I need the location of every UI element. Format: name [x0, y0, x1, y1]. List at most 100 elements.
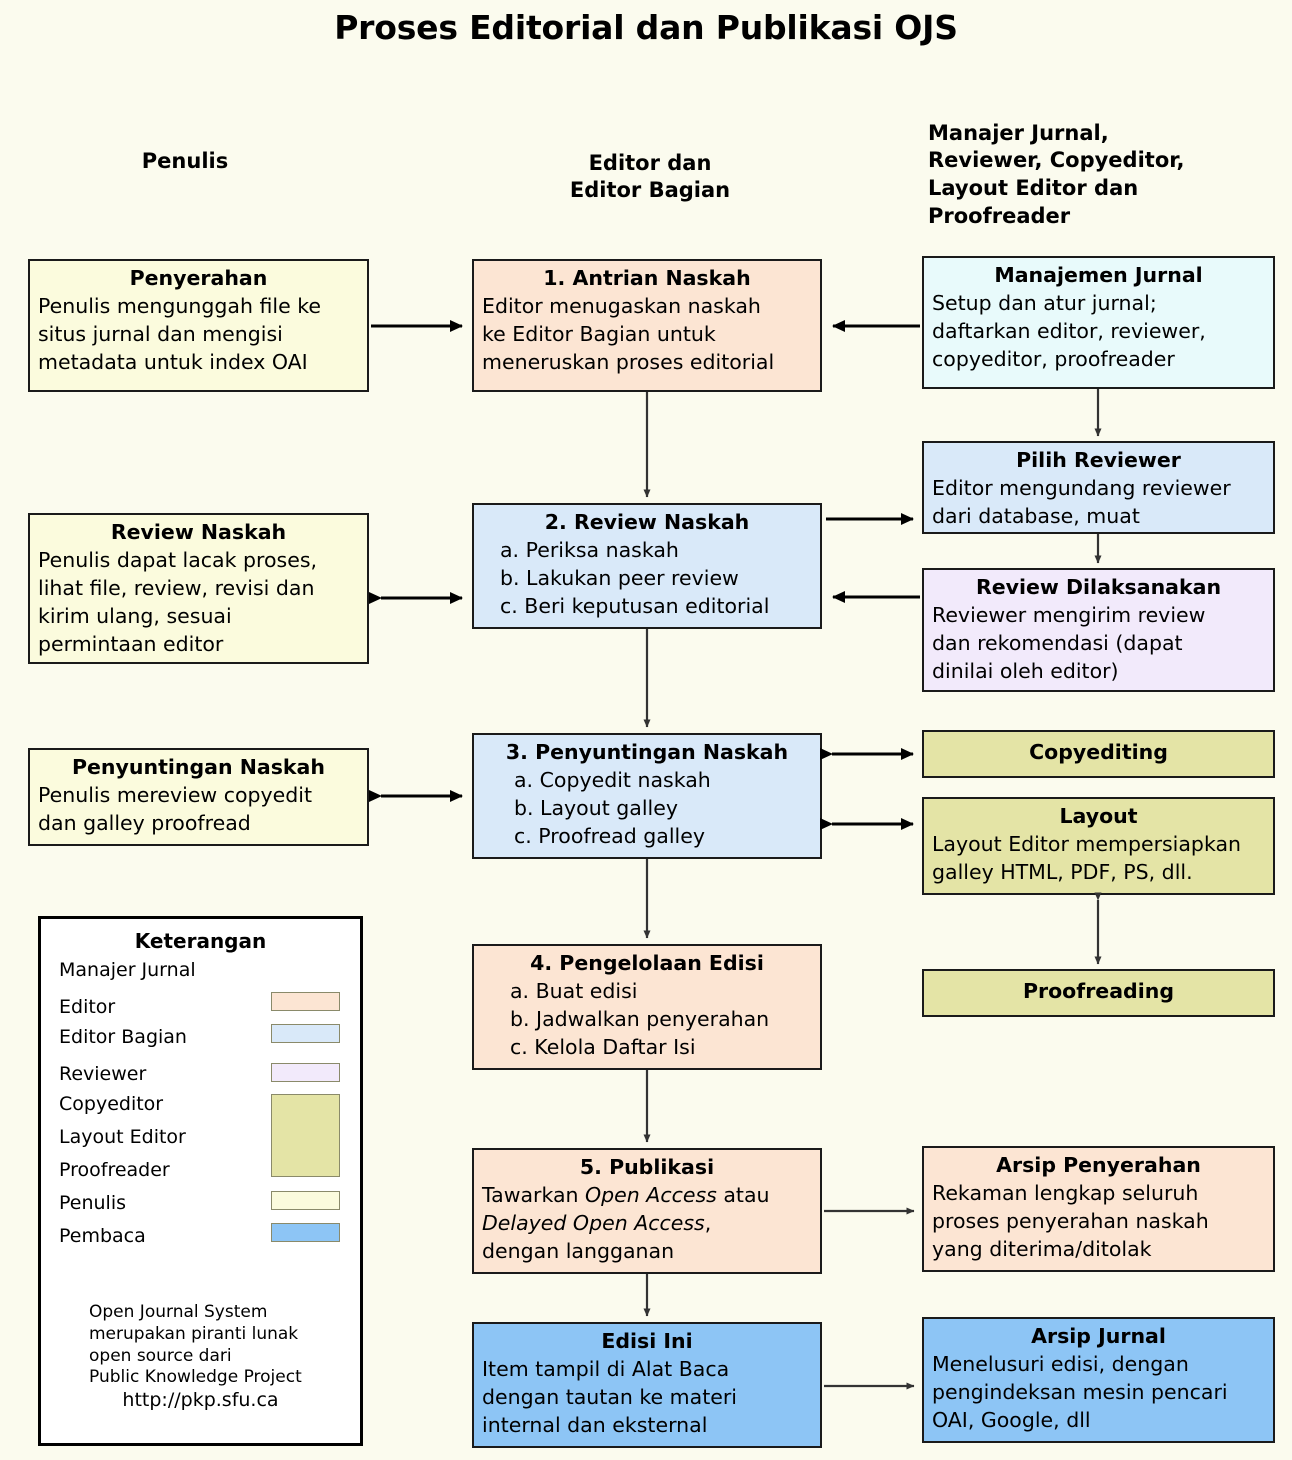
- box-manajemen-jurnal-line-1: daftarkan editor, reviewer,: [932, 319, 1206, 344]
- box-antrian-naskah-line-0: Editor menugaskan naskah: [482, 294, 761, 319]
- box-edisi-ini-line-1: dengan tautan ke materi: [482, 1385, 737, 1410]
- box-layout-title: Layout: [1059, 804, 1138, 828]
- box-publikasi[interactable]: 5. Publikasi Tawarkan Open Access atau D…: [472, 1148, 822, 1274]
- box-edisi-ini-line-2: internal dan eksternal: [482, 1413, 708, 1438]
- box-pilih-reviewer-line-1: dari database, muat: [932, 504, 1140, 529]
- legend-panel: Keterangan Manajer Jurnal Editor Editor …: [38, 916, 363, 1446]
- legend-swatch-editor-bagian: [271, 1024, 340, 1043]
- box-antrian-naskah-line-1: ke Editor Bagian untuk: [482, 322, 716, 347]
- box-arsip-jurnal-line-2: OAI, Google, dll: [932, 1408, 1091, 1433]
- box-arsip-penyerahan-title: Arsip Penyerahan: [996, 1153, 1201, 1177]
- box-penyerahan-line-2: metadata untuk index OAI: [38, 350, 308, 375]
- box-penyuntingan-penulis-line-0: Penulis mereview copyedit: [38, 783, 313, 808]
- box-review-naskah-penulis[interactable]: Review Naskah Penulis dapat lacak proses…: [28, 513, 369, 664]
- legend-swatch-pembaca: [271, 1223, 340, 1242]
- box-pengelolaan-edisi-title: 4. Pengelolaan Edisi: [530, 951, 764, 975]
- box-penyuntingan-penulis-line-1: dan galley proofread: [38, 811, 251, 836]
- box-pilih-reviewer[interactable]: Pilih Reviewer Editor mengundang reviewe…: [922, 441, 1275, 534]
- box-review-naskah-line-2: c. Beri keputusan editorial: [500, 594, 770, 619]
- column-header-staff-label: Manajer Jurnal, Reviewer, Copyeditor, La…: [928, 120, 1185, 228]
- box-layout-line-1: galley HTML, PDF, PS, dll.: [932, 860, 1193, 885]
- box-manajemen-jurnal-line-2: copyeditor, proofreader: [932, 347, 1175, 372]
- legend-swatch-copyediting-group: [271, 1094, 340, 1177]
- box-manajemen-jurnal-title: Manajemen Jurnal: [994, 263, 1203, 287]
- legend-swatch-editor: [271, 992, 340, 1011]
- box-layout-line-0: Layout Editor mempersiapkan: [932, 832, 1242, 857]
- box-pilih-reviewer-title: Pilih Reviewer: [1016, 448, 1181, 472]
- box-arsip-jurnal-title: Arsip Jurnal: [1031, 1324, 1166, 1348]
- box-review-naskah-penulis-line-1: lihat file, review, revisi dan: [38, 576, 315, 601]
- box-pilih-reviewer-line-0: Editor mengundang reviewer: [932, 476, 1231, 501]
- box-proofreading-title: Proofreading: [1022, 979, 1175, 1004]
- box-pengelolaan-edisi-line-2: c. Kelola Daftar Isi: [510, 1035, 696, 1060]
- box-antrian-naskah[interactable]: 1. Antrian Naskah Editor menugaskan nask…: [472, 259, 822, 392]
- column-header-editor: Editor dan Editor Bagian: [505, 122, 795, 205]
- legend-rows: Manajer Jurnal Editor Editor Bagian Revi…: [59, 959, 349, 1247]
- box-antrian-naskah-title: 1. Antrian Naskah: [543, 266, 751, 290]
- box-manajemen-jurnal-line-0: Setup dan atur jurnal;: [932, 291, 1157, 316]
- box-review-naskah[interactable]: 2. Review Naskah a. Periksa naskah b. La…: [472, 503, 822, 629]
- box-arsip-penyerahan-line-1: proses penyerahan naskah: [932, 1209, 1209, 1234]
- box-edisi-ini[interactable]: Edisi Ini Item tampil di Alat Baca denga…: [472, 1322, 822, 1448]
- column-header-penulis: Penulis: [60, 148, 310, 176]
- box-review-naskah-penulis-line-0: Penulis dapat lacak proses,: [38, 548, 318, 573]
- legend-swatch-penulis: [271, 1191, 340, 1210]
- box-copyediting-title: Copyediting: [1029, 740, 1168, 765]
- box-arsip-penyerahan[interactable]: Arsip Penyerahan Rekaman lengkap seluruh…: [922, 1146, 1275, 1272]
- box-review-dilaksanakan-line-1: dan rekomendasi (dapat: [932, 631, 1183, 656]
- box-layout[interactable]: Layout Layout Editor mempersiapkan galle…: [922, 797, 1275, 895]
- legend-item-proofreader: Proofreader: [59, 1159, 170, 1181]
- box-proofreading[interactable]: Proofreading: [922, 969, 1275, 1017]
- box-publikasi-line-0-a: Tawarkan: [482, 1183, 586, 1208]
- box-penyuntingan-penulis-title: Penyuntingan Naskah: [72, 755, 325, 779]
- legend-item-editor-bagian: Editor Bagian: [59, 1026, 187, 1048]
- box-publikasi-line-0: Tawarkan Open Access atau: [482, 1182, 812, 1210]
- box-review-naskah-penulis-line-3: permintaan editor: [38, 632, 224, 657]
- box-antrian-naskah-line-2: meneruskan proses editorial: [482, 350, 775, 375]
- box-penyerahan-line-0: Penulis mengunggah file ke: [38, 294, 321, 319]
- box-publikasi-line-2: dengan langganan: [482, 1239, 675, 1264]
- legend-item-copyeditor: Copyeditor: [59, 1093, 164, 1115]
- legend-item-manajer-jurnal: Manajer Jurnal: [59, 959, 196, 981]
- box-penyerahan-title: Penyerahan: [129, 266, 268, 290]
- box-arsip-jurnal[interactable]: Arsip Jurnal Menelusuri edisi, dengan pe…: [922, 1317, 1275, 1443]
- box-pengelolaan-edisi[interactable]: 4. Pengelolaan Edisi a. Buat edisi b. Ja…: [472, 944, 822, 1070]
- legend-item-reviewer: Reviewer: [59, 1063, 147, 1085]
- box-review-naskah-line-1: b. Lakukan peer review: [500, 566, 739, 591]
- column-header-penulis-label: Penulis: [141, 149, 229, 173]
- box-pengelolaan-edisi-line-1: b. Jadwalkan penyerahan: [510, 1007, 770, 1032]
- legend-url[interactable]: http://pkp.sfu.ca: [122, 1389, 279, 1411]
- box-penyuntingan-naskah[interactable]: 3. Penyuntingan Naskah a. Copyedit naska…: [472, 733, 822, 859]
- box-publikasi-line-1-b: ,: [704, 1211, 712, 1236]
- box-review-dilaksanakan-line-0: Reviewer mengirim review: [932, 603, 1206, 628]
- box-pengelolaan-edisi-line-0: a. Buat edisi: [510, 979, 638, 1004]
- box-publikasi-line-1-em: Delayed Open Access: [482, 1211, 705, 1236]
- box-review-dilaksanakan-line-2: dinilai oleh editor): [932, 659, 1119, 684]
- box-publikasi-line-1: Delayed Open Access,: [482, 1210, 812, 1238]
- page-title: Proses Editorial dan Publikasi OJS: [334, 8, 958, 47]
- box-arsip-penyerahan-line-2: yang diterima/ditolak: [932, 1237, 1152, 1262]
- box-arsip-penyerahan-line-0: Rekaman lengkap seluruh: [932, 1181, 1199, 1206]
- box-penyuntingan-naskah-line-0: a. Copyedit naskah: [514, 768, 711, 793]
- legend-swatch-reviewer: [271, 1063, 340, 1082]
- box-publikasi-line-0-b: atau: [716, 1183, 770, 1208]
- box-edisi-ini-line-0: Item tampil di Alat Baca: [482, 1357, 730, 1382]
- box-copyediting[interactable]: Copyediting: [922, 730, 1275, 778]
- box-review-dilaksanakan[interactable]: Review Dilaksanakan Reviewer mengirim re…: [922, 568, 1275, 692]
- box-publikasi-title: 5. Publikasi: [579, 1155, 715, 1179]
- box-manajemen-jurnal[interactable]: Manajemen Jurnal Setup dan atur jurnal; …: [922, 256, 1275, 389]
- box-review-naskah-penulis-line-2: kirim ulang, sesuai: [38, 604, 232, 629]
- column-header-staff: Manajer Jurnal, Reviewer, Copyeditor, La…: [928, 92, 1278, 231]
- box-penyerahan[interactable]: Penyerahan Penulis mengunggah file ke si…: [28, 259, 369, 392]
- box-penyerahan-line-1: situs jurnal dan mengisi: [38, 322, 283, 347]
- box-penyuntingan-naskah-line-2: c. Proofread galley: [514, 824, 705, 849]
- box-penyuntingan-penulis[interactable]: Penyuntingan Naskah Penulis mereview cop…: [28, 748, 369, 846]
- box-publikasi-line-0-em: Open Access: [585, 1183, 717, 1208]
- box-review-naskah-title: 2. Review Naskah: [544, 510, 750, 534]
- legend-item-layout-editor: Layout Editor: [59, 1126, 186, 1148]
- box-review-naskah-line-0: a. Periksa naskah: [500, 538, 679, 563]
- legend-item-pembaca: Pembaca: [59, 1225, 146, 1247]
- box-arsip-jurnal-line-1: pengindeksan mesin pencari: [932, 1380, 1228, 1405]
- legend-item-editor: Editor: [59, 996, 116, 1018]
